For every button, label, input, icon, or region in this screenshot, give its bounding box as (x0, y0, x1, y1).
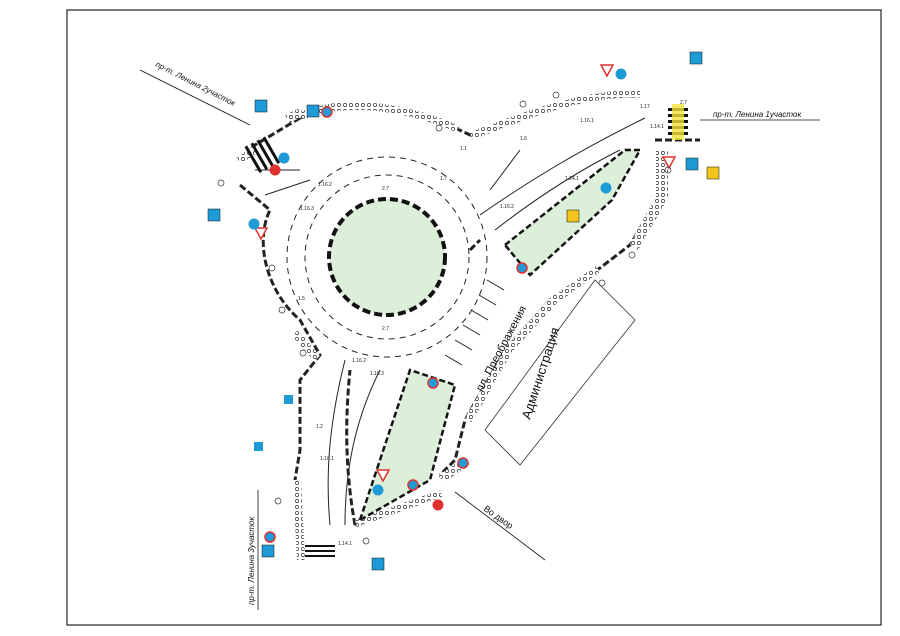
crosswalk-sign-icon (207, 208, 221, 222)
marking-1-16-1-b: 1.16.1 (320, 456, 334, 462)
marking-1-16-3-b: 1.16.3 (370, 371, 384, 377)
marking-1-17: 1.17 (640, 104, 650, 110)
crosswalk-sign-icon (254, 99, 268, 113)
roadworks-sign-icon (566, 209, 580, 223)
marking-1-5: 1.5 (298, 296, 305, 302)
street-preobrazheniya: пл. Преображения (474, 304, 529, 393)
ring-inner-lane (304, 174, 470, 340)
ring-outer-lane (286, 156, 488, 358)
marking-1-16-1: 1.16.1 (580, 118, 594, 124)
yield-sign-icon (661, 156, 677, 170)
keep-right-sign-icon (372, 484, 384, 496)
south-splitter-island (357, 368, 457, 523)
marking-1-14-1-b: 1.14.1 (338, 541, 352, 547)
roundabout-sign-icon (615, 68, 627, 80)
roundabout-sign-icon (278, 152, 290, 164)
no-stopping-sign-icon (321, 106, 333, 118)
no-entry-sign-icon (432, 499, 444, 511)
crosswalk-lenina-2 (244, 136, 281, 173)
crosswalk-sign-icon (261, 544, 275, 558)
administration-label: Администрация (519, 325, 563, 421)
yield-sign-icon (253, 227, 269, 241)
greenery (217, 91, 672, 545)
marking-1-24-1: 1.24.1 (565, 176, 579, 182)
marking-1-7-a: 1.7 (440, 176, 447, 182)
marking-2-7-a: 2.7 (382, 186, 389, 192)
parking-sign-icon (284, 395, 293, 404)
roundabout-sign-icon (248, 218, 260, 230)
yield-sign-icon (375, 469, 391, 483)
yield-sign-icon (599, 64, 615, 78)
no-stopping-sign-icon (457, 457, 469, 469)
no-stopping-sign-icon (427, 377, 439, 389)
marking-codes: 1.16.1 1.6 1.1 1.7 2.7 2.7 1.16.2 1.24.1… (298, 100, 687, 547)
parking-stripes (444, 279, 505, 366)
no-entry-sign-icon (269, 164, 281, 176)
no-stopping-sign-icon (407, 479, 419, 491)
marking-1-6: 1.6 (520, 136, 527, 142)
street-lenina-3: пр-т. Ленина 3участок (247, 516, 256, 605)
crosswalk-sign-icon (306, 104, 320, 118)
roadworks-sign-icon (706, 166, 720, 180)
keep-right-sign-icon (600, 182, 612, 194)
street-vo-dvor: Во двор (482, 503, 515, 530)
marking-1-14-1-a: 1.14.1 (650, 124, 664, 130)
marking-1-16-2-b: 1.16.2 (318, 182, 332, 188)
street-lenina-2: пр-т. Ленина 2участок (154, 60, 238, 109)
marking-1-2: 1.2 (316, 424, 323, 430)
marking-1-1-a: 1.1 (460, 146, 467, 152)
no-stopping-sign-icon (264, 531, 276, 543)
drawing-frame (66, 9, 882, 626)
central-island (327, 197, 447, 317)
administration-building: Администрация (484, 279, 636, 466)
road-signs (207, 51, 720, 571)
crosswalk-sign-icon (685, 157, 699, 171)
marking-1-16-3-a: 1.16.3 (300, 206, 314, 212)
marking-2-7-b: 2.7 (382, 326, 389, 332)
crosswalk-lenina-1-yellow (672, 104, 684, 140)
marking-1-16-2-c: 1.16.2 (352, 358, 366, 364)
crosswalk-lenina-3 (305, 545, 335, 557)
marking-2-7-c: 2.7 (680, 100, 687, 106)
curb-hatching (236, 90, 668, 560)
no-stopping-sign-icon (516, 262, 528, 274)
street-lenina-1: пр-т. Ленина 1участок (713, 110, 802, 119)
marking-1-16-2-a: 1.16.2 (500, 204, 514, 210)
crosswalk-sign-icon (371, 557, 385, 571)
parking-sign-icon (254, 442, 263, 451)
crosswalk-sign-icon (689, 51, 703, 65)
